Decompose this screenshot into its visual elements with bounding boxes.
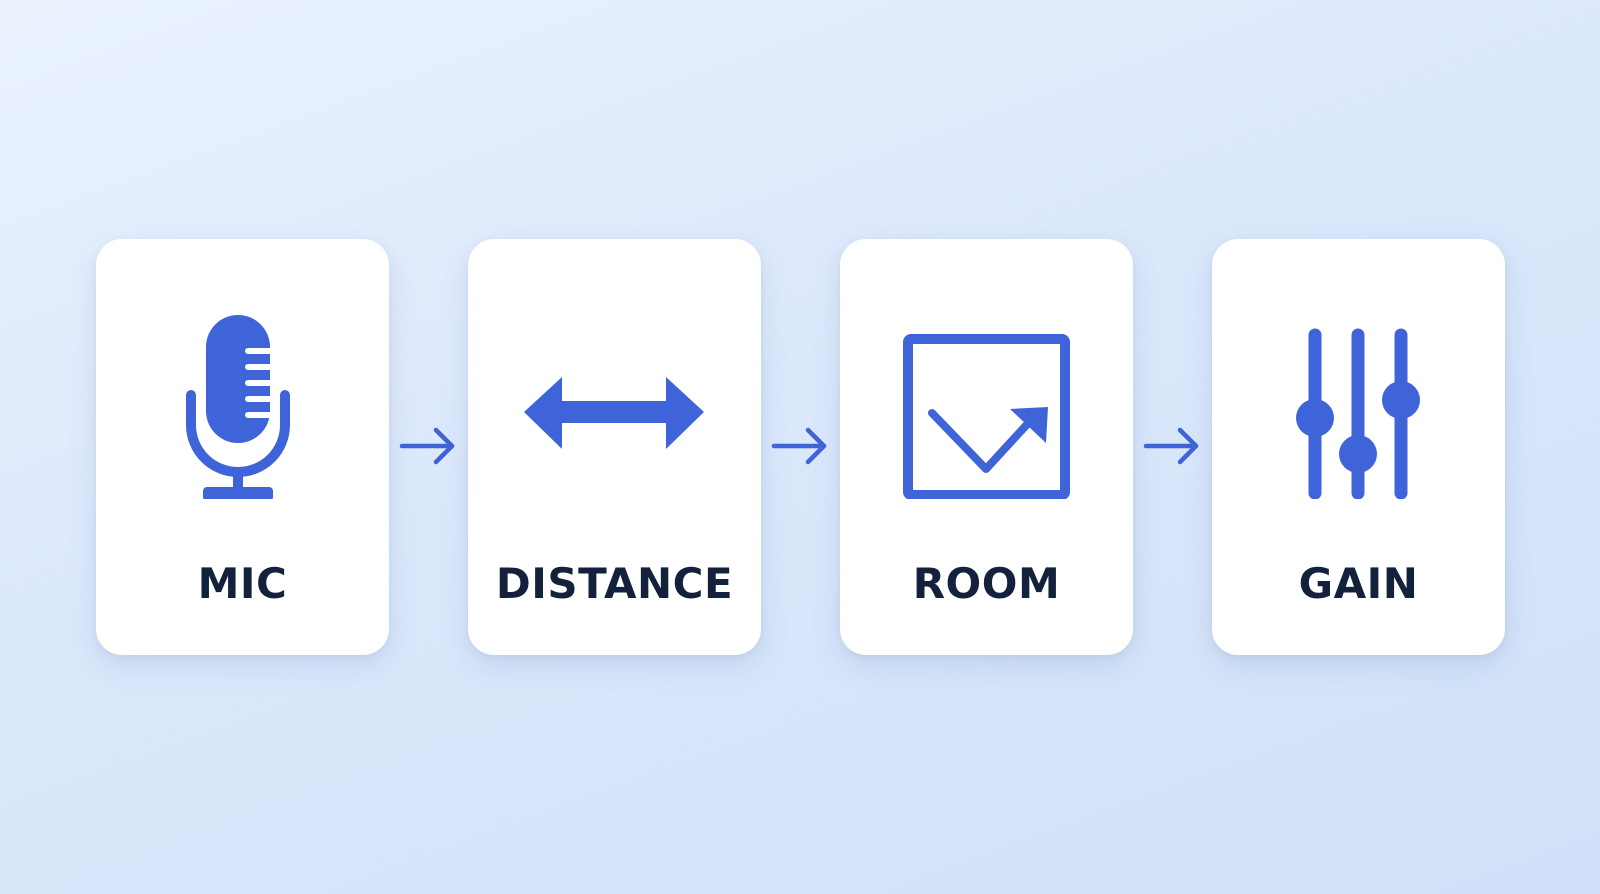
- microphone-icon: [186, 315, 290, 499]
- step-label-distance: DISTANCE: [495, 559, 734, 608]
- double-arrow-icon: [524, 377, 704, 449]
- step-label-gain: GAIN: [1298, 559, 1419, 608]
- arrow-right-icon: [771, 427, 827, 465]
- step-card-room: ROOM: [840, 239, 1133, 655]
- step-label-mic: MIC: [197, 559, 288, 608]
- step-card-distance: DISTANCE: [468, 239, 761, 655]
- step-label-room: ROOM: [912, 559, 1061, 608]
- step-card-mic: MIC: [96, 239, 389, 655]
- room-frame-icon: [903, 334, 1070, 499]
- sliders-icon: [1296, 328, 1420, 499]
- step-card-gain: GAIN: [1212, 239, 1505, 655]
- arrow-right-icon: [1143, 427, 1199, 465]
- arrow-right-icon: [399, 427, 455, 465]
